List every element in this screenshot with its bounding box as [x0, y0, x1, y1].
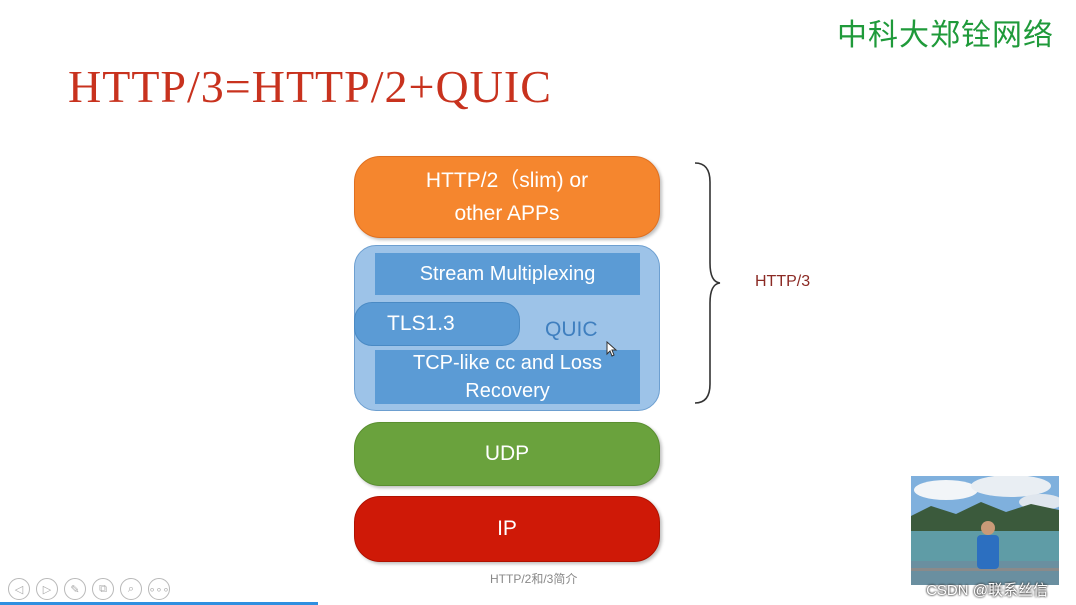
prev-icon[interactable]: ◁: [8, 578, 30, 600]
slide-progress-bar[interactable]: [0, 602, 318, 605]
layer-http2-line2: other APPs: [454, 202, 560, 225]
slide-title: HTTP/3=HTTP/2+QUIC: [68, 61, 552, 112]
copy-icon[interactable]: ⧉: [92, 578, 114, 600]
http3-brace-label: HTTP/3: [755, 273, 811, 290]
layer-ip: IP: [354, 496, 660, 562]
brand-logo-text: 中科大郑铨网络: [837, 18, 1054, 53]
more-icon[interactable]: ∘∘∘: [148, 578, 170, 600]
quic-label: QUIC: [545, 318, 598, 341]
tcp-like-cc-bar: TCP-like cc and Loss Recovery: [375, 350, 640, 404]
presenter-photo-icon: [911, 476, 1059, 585]
layer-udp: UDP: [354, 422, 660, 486]
zoom-icon[interactable]: ⌕: [120, 578, 142, 600]
slide-caption: HTTP/2和/3简介: [490, 572, 578, 586]
stream-multiplexing-bar: Stream Multiplexing: [375, 253, 640, 295]
tcp-bar-line1: TCP-like cc and Loss: [413, 352, 602, 374]
layer-http2-line1: HTTP/2（slim) or: [425, 169, 589, 192]
slide-toolbar: ◁ ▷ ✎ ⧉ ⌕ ∘∘∘: [8, 578, 170, 600]
pen-icon[interactable]: ✎: [64, 578, 86, 600]
presenter-webcam: [911, 476, 1059, 585]
tcp-bar-line2: Recovery: [465, 380, 550, 402]
next-icon[interactable]: ▷: [36, 578, 58, 600]
mouse-cursor-icon: [606, 341, 618, 357]
layer-http2-apps: HTTP/2（slim) or other APPs: [354, 156, 660, 238]
tls-pill: TLS1.3: [354, 302, 520, 346]
right-brace-icon: [694, 162, 721, 404]
csdn-watermark: CSDN @联系丝信: [926, 582, 1048, 599]
